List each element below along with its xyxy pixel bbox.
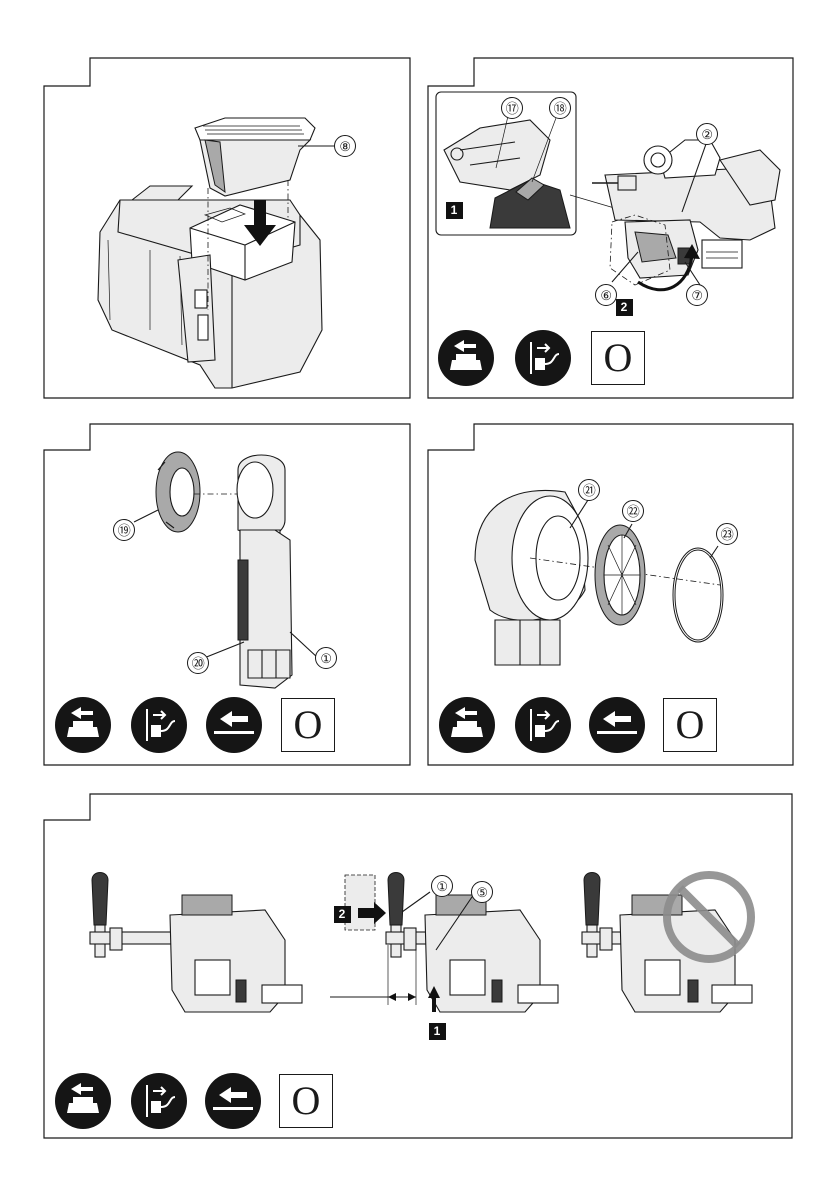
dust-collector-illustration	[0, 0, 420, 410]
callout-17: ⑰	[501, 97, 523, 119]
step-2-label: 2	[616, 299, 633, 316]
unplug-icon	[131, 697, 187, 753]
figure-filter-insertion: ⑧	[0, 0, 420, 410]
figure-filter-disc: ㉑ ㉒ ㉓ O	[420, 410, 840, 770]
unplug-icon	[515, 330, 571, 386]
battery-removal-icon	[438, 330, 494, 386]
battery-removal-icon	[55, 1073, 111, 1129]
battery-removal-icon	[55, 697, 111, 753]
view-extended	[90, 873, 302, 1013]
callout-23: ㉓	[716, 523, 738, 545]
view-prohibited	[582, 873, 752, 1013]
callout-1: ①	[431, 875, 453, 897]
callout-6: ⑥	[595, 284, 617, 306]
bit-removal-icon	[205, 1073, 261, 1129]
callout-18: ⑱	[549, 97, 571, 119]
zero-box: O	[281, 698, 335, 752]
callout-1: ①	[315, 647, 337, 669]
step-2-label: 2	[334, 906, 351, 923]
callout-20: ⑳	[187, 652, 209, 674]
unplug-icon	[131, 1073, 187, 1129]
bit-removal-icon	[589, 697, 645, 753]
callout-22: ㉒	[622, 500, 644, 522]
callout-2: ②	[696, 123, 718, 145]
figure-length-adjustment: ① ⑤ 1 2 O	[0, 780, 840, 1150]
figure-seal-ring: ⑲ ⑳ ① O	[0, 410, 420, 770]
callout-8: ⑧	[334, 135, 356, 157]
zero-box: O	[663, 698, 717, 752]
step-1-label: 1	[446, 202, 463, 219]
zero-box: O	[591, 331, 645, 385]
dust-collector-side-views	[0, 780, 840, 1150]
callout-5: ⑤	[471, 881, 493, 903]
battery-removal-icon	[439, 697, 495, 753]
bit-removal-icon	[206, 697, 262, 753]
callout-7: ⑦	[686, 284, 708, 306]
callout-21: ㉑	[578, 479, 600, 501]
callout-19: ⑲	[113, 519, 135, 541]
figure-attach-to-tool: ⑰ ⑱ ② ⑥ ⑦ 1 2 O	[420, 0, 840, 410]
zero-box: O	[279, 1074, 333, 1128]
unplug-icon	[515, 697, 571, 753]
step-1-label: 1	[429, 1023, 446, 1040]
